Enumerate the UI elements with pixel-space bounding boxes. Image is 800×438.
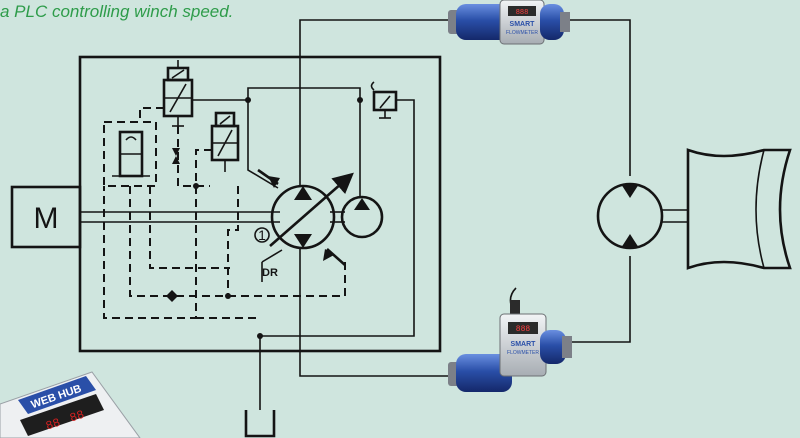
- pump-mark: 1: [258, 227, 266, 243]
- flowmeter-bottom: 888 SMART FLOWMETER: [448, 287, 572, 392]
- check-valves: [166, 148, 180, 302]
- dr-link: [261, 249, 283, 263]
- solenoid-valve-upper: [162, 66, 194, 127]
- flowmeter-bottom-brand: SMART: [511, 341, 537, 348]
- pipework-pilot: [103, 107, 346, 319]
- control-arrows: [257, 168, 346, 266]
- motor-label: M: [34, 202, 59, 235]
- electric-motor: M: [10, 185, 82, 249]
- winch-drum: [686, 148, 792, 270]
- servo-valve: [103, 121, 157, 187]
- svg-text:88: 88: [68, 408, 86, 426]
- flowmeter-top: 888 SMART FLOWMETER: [448, 0, 570, 45]
- dr-label: DR: [262, 267, 278, 279]
- svg-text:88: 88: [44, 416, 62, 434]
- hydraulic-motor-symbol: [596, 182, 688, 250]
- tank-symbol: [244, 410, 276, 438]
- charge-pump-symbol: [340, 195, 384, 239]
- flowmeter-bottom-brand-sub: FLOWMETER: [507, 350, 539, 356]
- svg-text:888: 888: [516, 325, 531, 334]
- relief-valve: [370, 81, 398, 119]
- solenoid-valve-lower: [210, 111, 240, 172]
- flowmeter-top-brand-sub: FLOWMETER: [506, 30, 538, 36]
- svg-text:888: 888: [516, 9, 529, 17]
- flowmeter-top-brand: SMART: [510, 21, 536, 28]
- pipework-solid: [177, 19, 450, 410]
- web-hub-display: WEB HUB 88 88: [0, 371, 141, 438]
- motor-circuit: [560, 19, 631, 343]
- pump-mark-ring: [254, 227, 270, 243]
- caption: a PLC controlling winch speed.: [0, 2, 234, 21]
- variable-pump-symbol: [269, 172, 354, 250]
